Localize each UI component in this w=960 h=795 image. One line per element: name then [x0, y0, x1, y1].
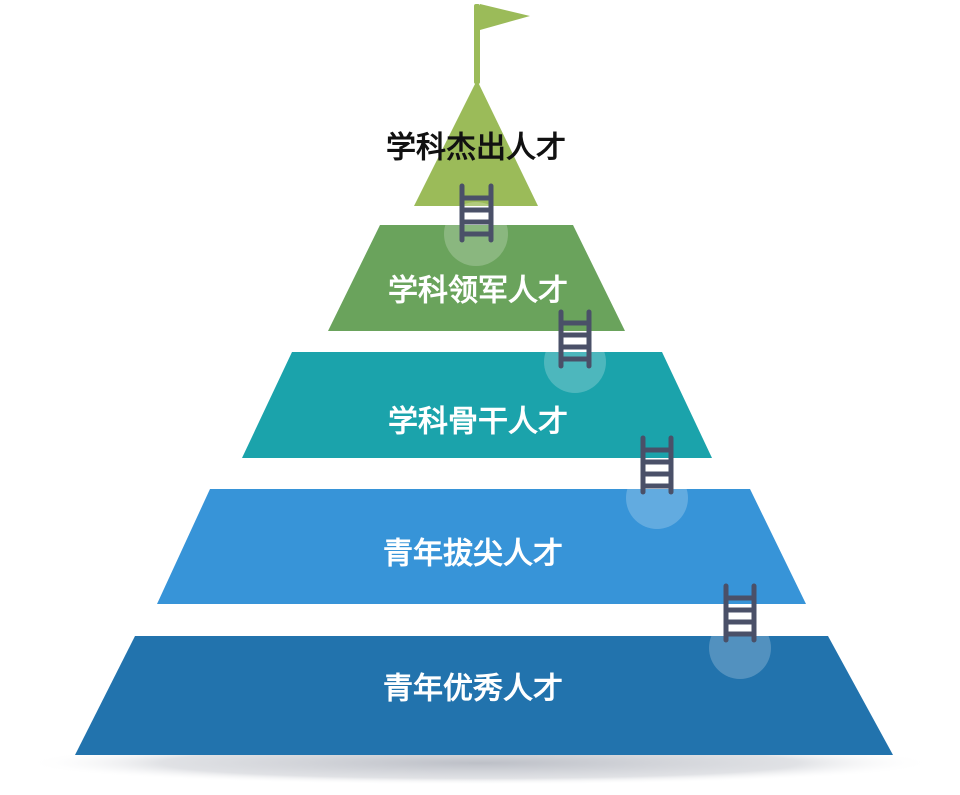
tier-shape-2	[328, 225, 625, 331]
tier-shape-5	[75, 636, 893, 755]
tier-shape-1	[414, 80, 538, 206]
ladder-icon-2	[558, 309, 592, 369]
ladder-icon-3	[640, 435, 674, 495]
flag-icon	[474, 4, 530, 84]
tier-label-4: 青年拔尖人才	[383, 537, 563, 572]
ladder-glow-4	[709, 617, 771, 679]
tier-label-1: 学科杰出人才	[386, 131, 566, 166]
tier-label-2: 学科领军人才	[388, 274, 568, 309]
tier-label-3: 学科骨干人才	[388, 405, 568, 440]
ladder-glow-2	[544, 331, 606, 393]
ladder-icon-4	[723, 583, 757, 643]
ladder-icon-1	[459, 183, 494, 243]
tier-label-5: 青年优秀人才	[383, 672, 563, 707]
tier-shape-3	[242, 352, 712, 458]
tier-shape-4	[157, 489, 806, 604]
